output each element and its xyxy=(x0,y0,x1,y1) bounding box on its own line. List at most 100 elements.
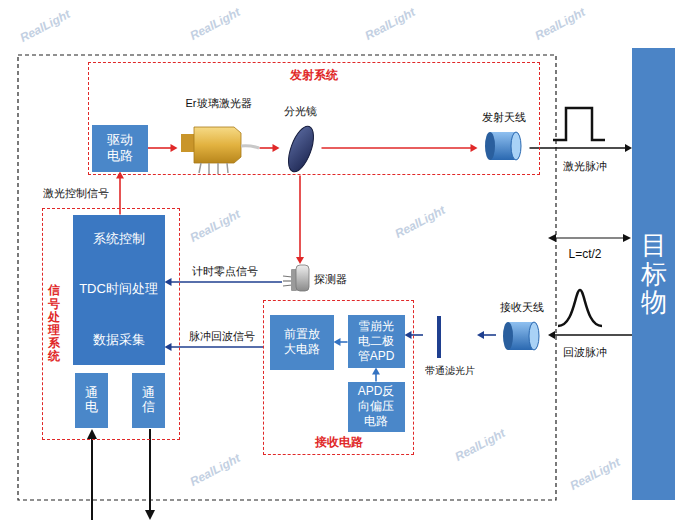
arrow-head xyxy=(273,144,280,152)
distance-line xyxy=(556,237,624,238)
region-frame: 信号处理系统系统控制TDC时间处理数据采集通电通信 xyxy=(42,208,180,440)
node-text: 带通滤光片 xyxy=(425,364,475,378)
connector-line xyxy=(530,147,627,149)
watermark: RealLight xyxy=(188,451,243,489)
process-box: 驱动电路 xyxy=(92,125,148,172)
edge-label-holder: 脉冲回波信号 xyxy=(187,329,257,344)
connector-line xyxy=(340,341,348,343)
node-text: 探测器 xyxy=(314,272,347,287)
laser-body xyxy=(194,127,241,163)
connector-line xyxy=(322,147,472,149)
component-figure: 分光镜 xyxy=(280,104,322,176)
connector-line xyxy=(411,334,424,336)
arrow-head xyxy=(372,368,380,375)
node-text: 发射系统 xyxy=(290,67,338,84)
watermark-holder: RealLight xyxy=(188,207,243,245)
signal-connector xyxy=(334,338,348,346)
arrow-head xyxy=(625,144,632,152)
watermark-holder: RealLight xyxy=(568,455,623,493)
node-text: TDC时间处理 xyxy=(79,281,158,297)
process-box: 雪崩光电二极管APD xyxy=(348,315,405,368)
arrow-head xyxy=(334,338,341,346)
node-text: 系统控制 xyxy=(93,231,145,247)
connector-line xyxy=(299,176,301,259)
signal-connector xyxy=(372,368,380,382)
connector-line xyxy=(483,334,496,336)
signal-connector xyxy=(296,176,304,265)
edge-label-holder: 激光脉冲 xyxy=(561,159,609,174)
process-box: 前置放大电路 xyxy=(270,315,334,370)
arrow-head xyxy=(165,343,172,351)
watermark-holder: RealLight xyxy=(188,451,243,489)
laser-fiber xyxy=(241,145,259,147)
watermark: RealLight xyxy=(453,426,508,464)
watermark-holder: RealLight xyxy=(188,5,243,43)
arrow-head xyxy=(296,257,304,264)
system-boundary xyxy=(18,55,556,500)
connector-line xyxy=(148,147,172,149)
signal-connector xyxy=(548,331,632,339)
watermark: RealLight xyxy=(393,203,448,241)
arrow-head xyxy=(165,278,172,286)
distance-arrow xyxy=(548,234,631,242)
power-line xyxy=(91,438,93,520)
component-figure: Er玻璃激光器 xyxy=(178,96,260,176)
node-text: 通电 xyxy=(85,386,98,415)
dimension-label: L=ct/2 xyxy=(566,247,603,261)
region-frame: 发射系统驱动电路 Er玻璃激光器分光镜 发射天线 xyxy=(88,62,540,175)
comm-arrow xyxy=(145,429,155,520)
arrow-head xyxy=(548,234,556,242)
connector-line xyxy=(171,346,264,348)
antenna-lens xyxy=(529,322,539,350)
edge-label: 计时零点信号 xyxy=(190,264,260,279)
node-text: APD反向偏压电路 xyxy=(356,384,397,429)
arrow-head xyxy=(405,331,412,339)
arrow-head xyxy=(171,144,178,152)
connector-line xyxy=(554,334,632,336)
edge-label: 激光脉冲 xyxy=(561,159,609,174)
watermark: RealLight xyxy=(533,5,588,43)
edge-label-holder: 计时零点信号 xyxy=(190,264,260,279)
connector-line xyxy=(171,281,283,283)
antenna-end xyxy=(503,322,513,350)
signal-connector xyxy=(322,144,478,152)
component-figure: 接收天线 xyxy=(496,300,548,356)
arrow-head xyxy=(477,331,484,339)
process-box: 通信 xyxy=(132,373,165,428)
process-box: 通电 xyxy=(75,373,108,428)
watermark: RealLight xyxy=(363,5,418,43)
edge-label: 激光控制信号 xyxy=(41,186,111,201)
node-text: 接收天线 xyxy=(500,300,544,315)
laser-mount xyxy=(181,134,195,152)
signal-connector xyxy=(477,331,496,339)
signal-connector xyxy=(260,144,280,152)
edge-label: 脉冲回波信号 xyxy=(187,329,257,344)
node-text: 信号处理系统 xyxy=(48,284,60,363)
node-text: 目标物 xyxy=(641,231,667,317)
node-text: Er玻璃激光器 xyxy=(186,96,252,111)
edge-label-holder: 回波脉冲 xyxy=(561,345,609,360)
watermark-holder: RealLight xyxy=(453,426,508,464)
signal-connector xyxy=(165,278,283,286)
watermark-holder: RealLight xyxy=(533,5,588,43)
node-text: 发射天线 xyxy=(482,110,526,125)
arrow-head xyxy=(471,144,478,152)
process-box: APD反向偏压电路 xyxy=(348,382,405,432)
node-text: 分光镜 xyxy=(284,104,317,119)
arrow-head xyxy=(548,331,555,339)
echo-pulse-shape xyxy=(558,290,602,326)
region-frame: 接收电路 前置放大电路雪崩光电二极管APD APD反向偏压电路 xyxy=(263,300,414,455)
watermark: RealLight xyxy=(568,455,623,493)
node-text: 接收电路 xyxy=(315,434,363,451)
component-figure: 探测器 xyxy=(282,264,354,294)
arrow-head xyxy=(87,429,97,439)
antenna-lens xyxy=(511,132,521,160)
comm-line xyxy=(149,429,151,511)
watermark-holder: RealLight xyxy=(393,203,448,241)
signal-connector xyxy=(148,144,178,152)
edge-label: 回波脉冲 xyxy=(561,345,609,360)
arrow-head xyxy=(116,172,124,179)
bandpass-filter xyxy=(437,316,441,358)
laser-pins xyxy=(199,163,228,174)
